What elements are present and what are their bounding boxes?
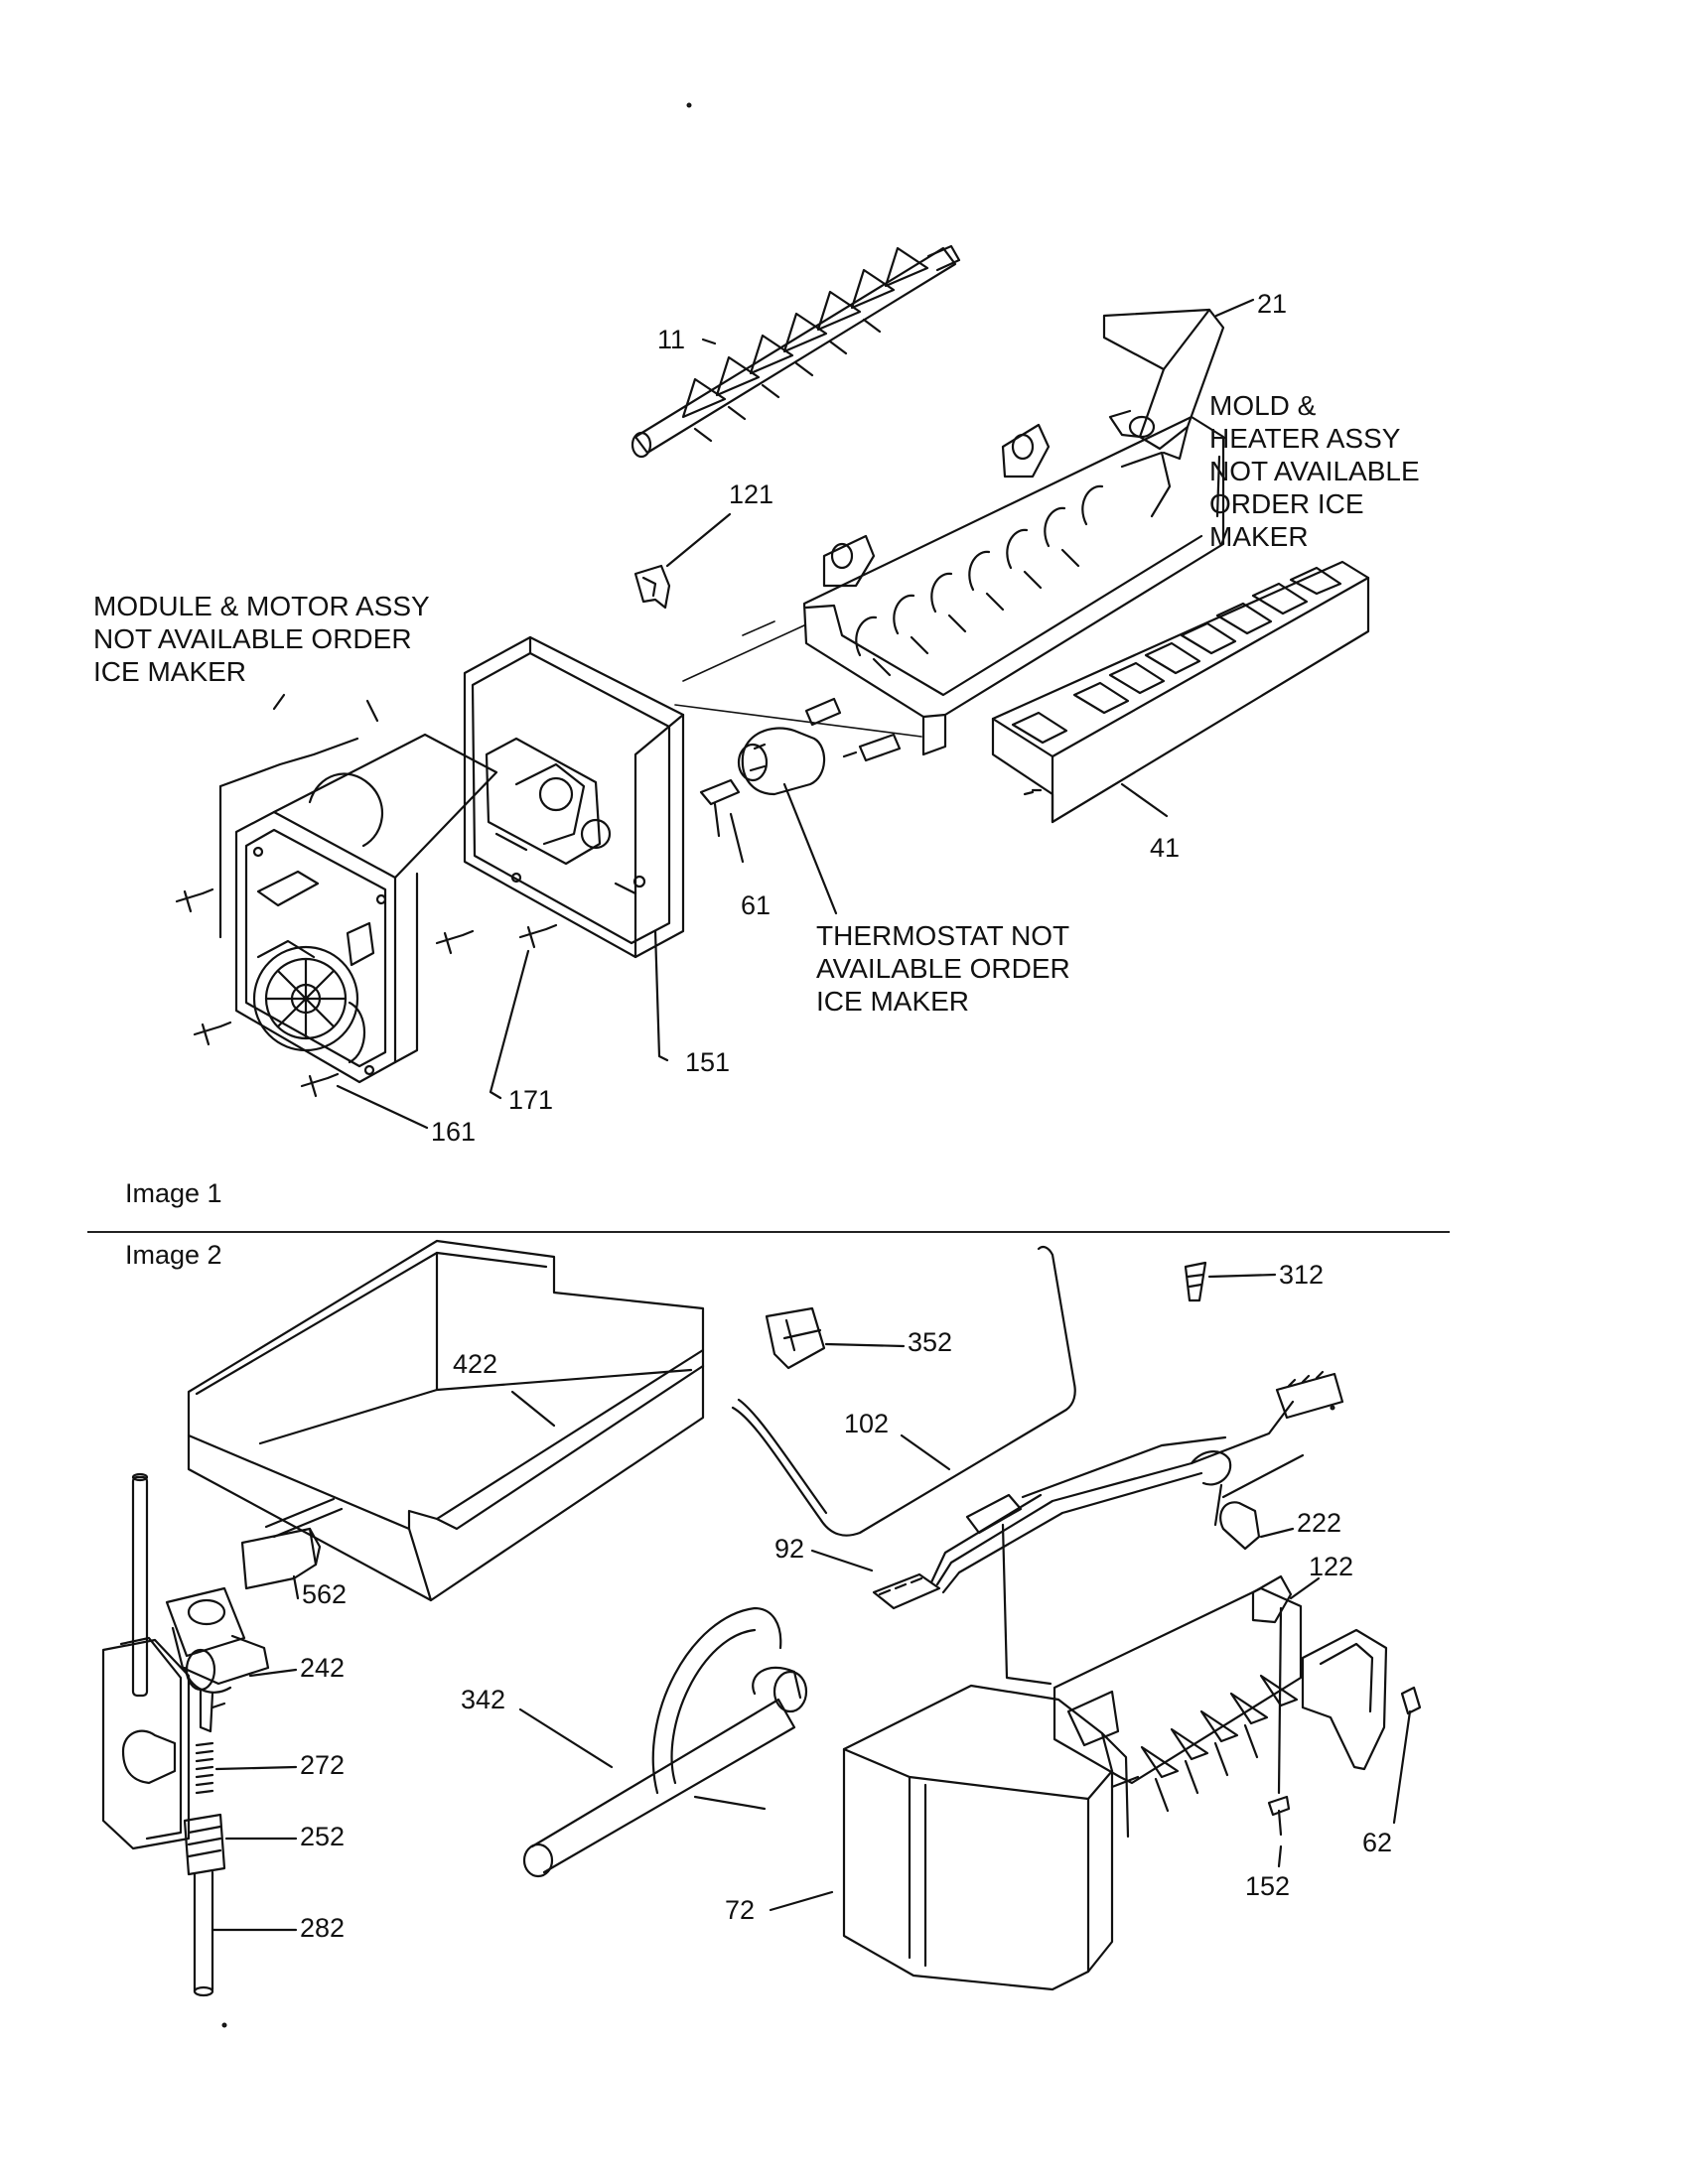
leader-module-motor-ticks [272,693,379,723]
callout-61: 61 [741,890,772,920]
callout-72: 72 [725,1895,756,1925]
scan-dot [1330,1405,1335,1411]
leader-272 [214,1765,298,1771]
ice-maker-body-122 [1052,1574,1303,1813]
callout-102: 102 [844,1409,890,1438]
note-line: THERMOSTAT NOT [816,920,1070,951]
callout-152: 152 [1245,1871,1291,1901]
stripper-41 [991,560,1370,824]
callout-342: 342 [461,1685,506,1714]
housing-151 [463,635,685,959]
leader-thermostat [782,782,838,915]
wire-nut-312 [1184,1261,1207,1302]
leader-152 [1277,1844,1283,1868]
callout-171: 171 [508,1085,554,1115]
callout-62: 62 [1362,1828,1393,1857]
callout-92: 92 [774,1534,805,1564]
leader-151 [653,929,669,1062]
callout-312: 312 [1279,1260,1325,1290]
fill-tube-342 [522,1606,808,1878]
note-thermostat: THERMOSTAT NOT AVAILABLE ORDER ICE MAKER [816,919,1070,1018]
scan-dot [221,2022,227,2028]
scan-dot [686,102,692,108]
note-line: NOT AVAILABLE [1209,456,1420,486]
screws-171 [435,923,558,955]
fill-cup-21 [1102,308,1225,461]
callout-11: 11 [657,325,686,354]
callout-352: 352 [908,1327,953,1357]
leader-11 [701,338,717,345]
section-divider [87,1231,1450,1233]
callout-242: 242 [300,1653,346,1683]
leader-352 [824,1342,906,1348]
leader-41 [1120,782,1169,818]
leader-171 [489,949,530,1100]
leader-92 [810,1549,874,1572]
image-2-caption: Image 2 [125,1240,222,1270]
callout-272: 272 [300,1750,346,1780]
image-1-caption: Image 1 [125,1178,222,1208]
leader-61 [729,812,745,864]
note-line: ICE MAKER [93,656,247,687]
front-cover-72 [842,1684,1140,1991]
screw-152 [1267,1606,1291,1837]
thermostat-assembly [699,697,902,838]
note-line: NOT AVAILABLE ORDER [93,623,412,654]
callout-422: 422 [453,1349,498,1379]
leader-72 [769,1890,834,1912]
fill-cup-62 [1301,1628,1422,1771]
callout-252: 252 [300,1822,346,1851]
wire-harness-92 [872,1370,1344,1686]
callout-122: 122 [1309,1552,1354,1581]
note-line: AVAILABLE ORDER [816,953,1070,984]
callout-21: 21 [1257,289,1288,319]
note-line: MODULE & MOTOR ASSY [93,591,430,621]
ice-bucket-422 [187,1239,705,1602]
note-line: ICE MAKER [816,986,970,1017]
shutoff-arm-102 [731,1245,1076,1537]
leader-312 [1207,1273,1277,1279]
leader-module-motor [218,737,359,939]
callout-121: 121 [729,479,774,509]
leader-121 [665,512,732,568]
note-module-motor: MODULE & MOTOR ASSY NOT AVAILABLE ORDER … [93,590,430,688]
leader-122 [1289,1576,1321,1600]
assembly-guide-lines [674,620,922,738]
callout-222: 222 [1297,1508,1342,1538]
leader-342 [518,1707,614,1769]
leader-222 [1259,1527,1295,1539]
callout-562: 562 [302,1579,348,1609]
leader-mold [1215,455,1221,518]
mold-heater-assembly [802,415,1225,756]
note-line: MAKER [1209,521,1309,552]
ejector-shaft-11 [631,244,961,459]
module-motor-assembly [234,733,498,1084]
note-line: HEATER ASSY [1209,423,1401,454]
leader-242 [248,1668,298,1678]
clip-222 [1213,1453,1305,1551]
leader-161 [336,1084,429,1130]
note-line: ORDER ICE [1209,488,1364,519]
clip-121 [633,564,671,610]
leader-422 [510,1390,556,1428]
leader-21 [1214,298,1255,318]
note-line: MOLD & [1209,390,1317,421]
leader-102 [900,1433,951,1471]
clip-352 [765,1306,826,1370]
callout-161: 161 [431,1117,477,1147]
note-mold-heater: MOLD & HEATER ASSY NOT AVAILABLE ORDER I… [1209,389,1420,553]
callout-282: 282 [300,1913,346,1943]
callout-41: 41 [1150,833,1181,863]
callout-151: 151 [685,1047,731,1077]
screws-161 [175,887,340,1098]
leader-62 [1392,1709,1412,1825]
leader-562 [292,1574,300,1600]
